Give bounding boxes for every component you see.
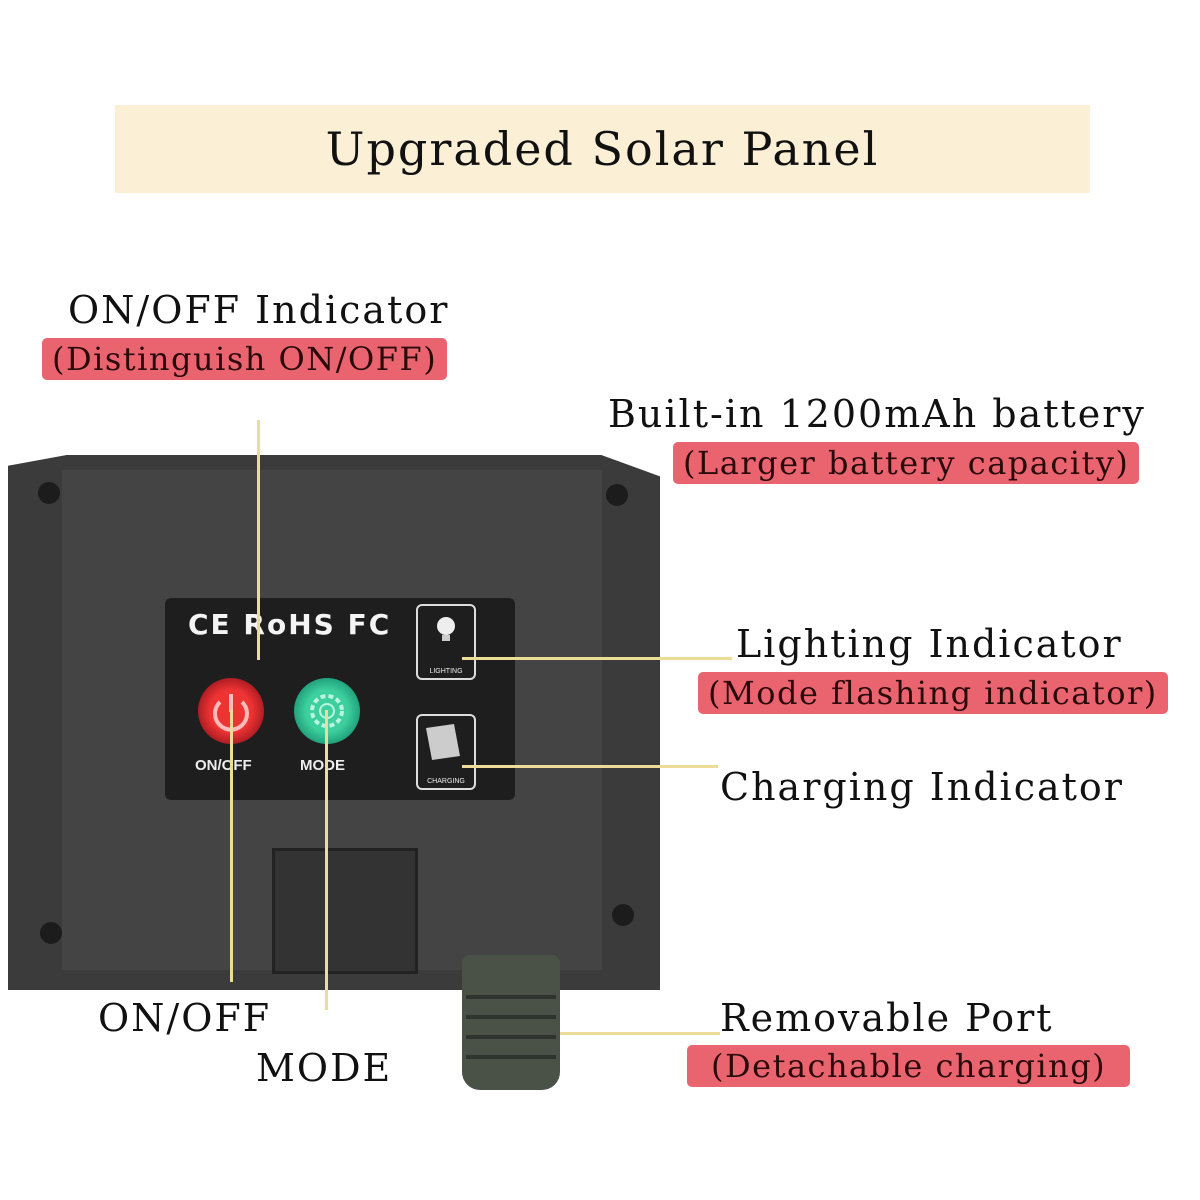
lighting-note: (Mode flashing indicator) xyxy=(698,672,1168,714)
bulb-icon xyxy=(437,617,455,641)
battery-note: (Larger battery capacity) xyxy=(673,442,1140,484)
certification-marks: CE RoHS FC xyxy=(188,608,392,641)
removable-port xyxy=(462,955,560,1090)
onoff-indicator-label: ON/OFF Indicator xyxy=(68,288,450,332)
leader-line xyxy=(462,657,732,660)
leader-line xyxy=(462,765,718,768)
mounting-clip xyxy=(272,848,418,974)
port-note: (Detachable charging) xyxy=(687,1045,1131,1087)
lighting-indicator: LIGHTING xyxy=(416,604,476,680)
onoff-button-label: ON/OFF xyxy=(195,757,252,774)
charging-label: Charging Indicator xyxy=(720,765,1124,809)
port-label: Removable Port xyxy=(720,996,1054,1040)
onoff-indicator-note: (Distinguish ON/OFF) xyxy=(42,338,448,380)
leader-line xyxy=(257,420,260,660)
mode-label: MODE xyxy=(256,1046,393,1090)
solar-panel-icon xyxy=(426,724,460,760)
lighting-label: Lighting Indicator xyxy=(736,622,1123,666)
leader-line xyxy=(560,1032,720,1035)
battery-label: Built-in 1200mAh battery xyxy=(608,392,1146,436)
title-banner: Upgraded Solar Panel xyxy=(115,105,1090,193)
screw-hole xyxy=(612,904,634,926)
screw-hole xyxy=(40,922,62,944)
charging-indicator: CHARGING xyxy=(416,714,476,790)
screw-hole xyxy=(38,482,60,504)
onoff-label: ON/OFF xyxy=(98,996,272,1040)
leader-line xyxy=(325,710,328,1010)
leader-line xyxy=(230,710,233,982)
screw-hole xyxy=(606,484,628,506)
charging-box-label: CHARGING xyxy=(427,778,465,785)
lighting-box-label: LIGHTING xyxy=(429,668,463,675)
mode-button-label: MODE xyxy=(300,757,345,774)
